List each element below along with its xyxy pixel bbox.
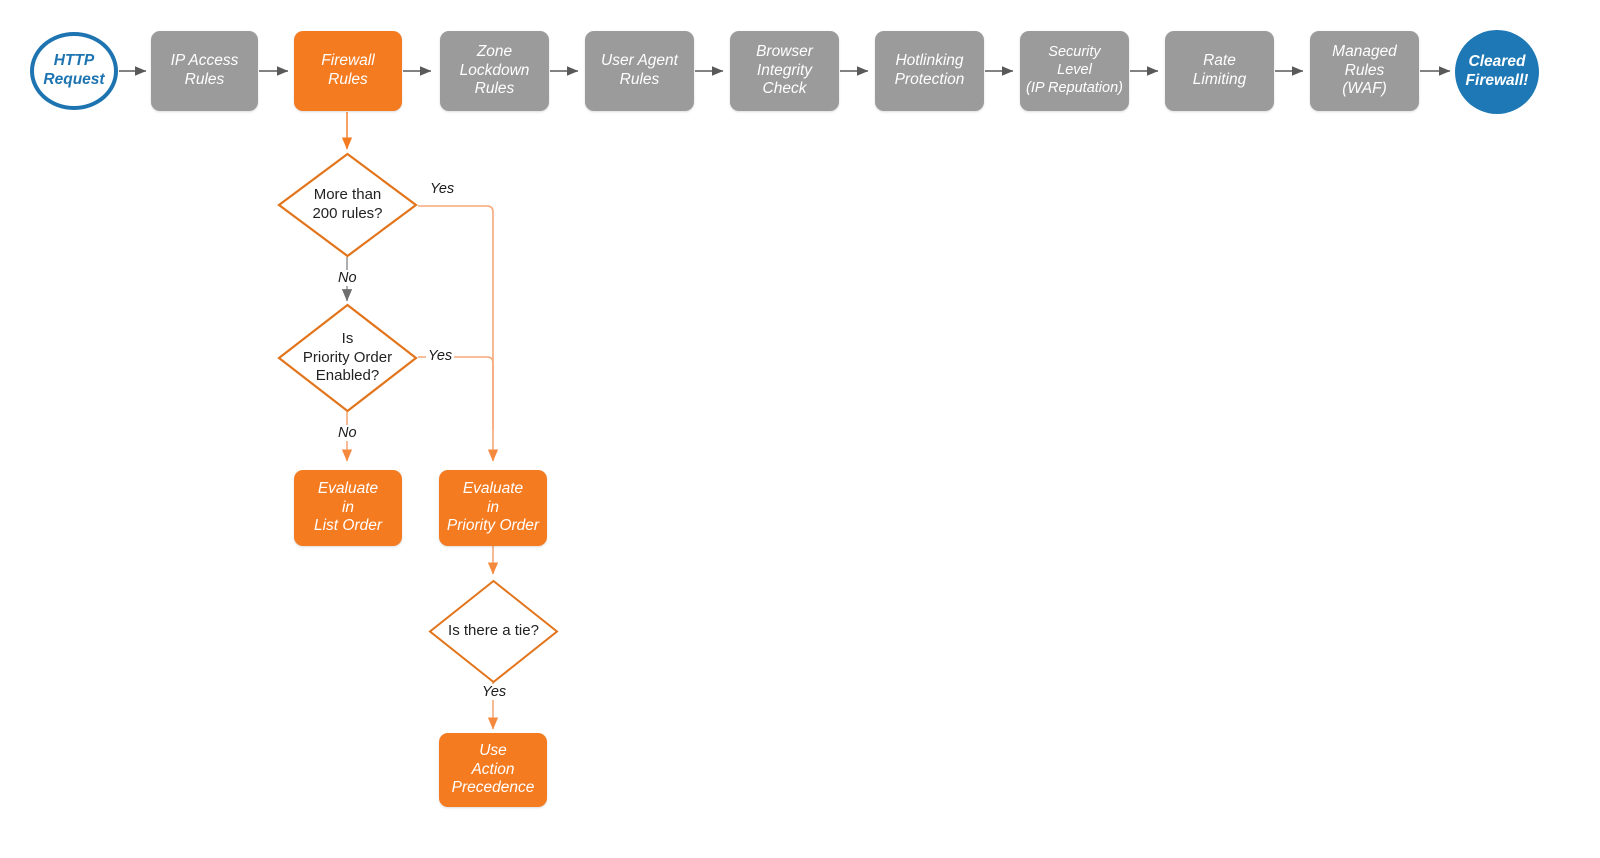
node-user-agent-rules-label: User Agent Rules (601, 52, 678, 88)
node-evaluate-in-list-order-label: Evaluate in List Order (313, 479, 383, 535)
edge-label-tie-yes: Yes (480, 684, 509, 700)
is-there-a-tie-label: Is there a tie? (448, 622, 539, 640)
edge-priorityorder-yes (418, 356, 494, 430)
node-browser-integrity-check[interactable]: Browser Integrity Check (730, 31, 839, 111)
node-use-action-precedence[interactable]: Use Action Precedence (439, 733, 547, 807)
edge-label-priority-order-yes: Yes (426, 348, 455, 364)
node-managed-rules-waf[interactable]: Managed Rules (WAF) (1310, 31, 1419, 111)
is-priority-order-enabled-label: Is Priority Order Enabled? (302, 329, 393, 385)
is-priority-order-enabled-shape (277, 303, 418, 413)
node-more-than-200-rules[interactable]: More than 200 rules? (277, 152, 418, 258)
more-than-200-rules-shape (277, 152, 418, 258)
node-is-there-a-tie[interactable]: Is there a tie? (428, 579, 559, 684)
edge-label-priority-order-no: No (336, 425, 359, 441)
edge-label-more-than-200-no: No (336, 270, 359, 286)
node-hotlinking-protection-label: Hotlinking Protection (894, 52, 965, 88)
node-zone-lockdown-rules[interactable]: Zone Lockdown Rules (440, 31, 549, 111)
node-ip-access-rules[interactable]: IP Access Rules (151, 31, 258, 111)
node-firewall-rules[interactable]: Firewall Rules (294, 31, 402, 111)
node-managed-rules-waf-label: Managed Rules (WAF) (1332, 42, 1397, 98)
node-hotlinking-protection[interactable]: Hotlinking Protection (875, 31, 984, 111)
node-user-agent-rules[interactable]: User Agent Rules (585, 31, 694, 111)
edge-label-more-than-200-yes: Yes (428, 181, 457, 197)
node-security-level-label: Security Level (IP Reputation) (1026, 44, 1123, 96)
node-evaluate-in-priority-order-label: Evaluate in Priority Order (446, 479, 540, 535)
node-evaluate-in-priority-order[interactable]: Evaluate in Priority Order (439, 470, 547, 546)
node-cleared-firewall[interactable]: Cleared Firewall! (1455, 30, 1539, 114)
node-cleared-firewall-label: Cleared Firewall! (1465, 53, 1529, 89)
node-http-request-label: HTTP Request (43, 52, 105, 88)
node-http-request[interactable]: HTTP Request (30, 32, 118, 110)
node-rate-limiting-label: Rate Limiting (1192, 52, 1247, 88)
node-is-priority-order-enabled[interactable]: Is Priority Order Enabled? (277, 303, 418, 413)
is-there-a-tie-shape (428, 579, 559, 684)
node-evaluate-in-list-order[interactable]: Evaluate in List Order (294, 470, 402, 546)
node-firewall-rules-label: Firewall Rules (321, 52, 375, 88)
edge-decision200-yes (418, 205, 499, 462)
node-use-action-precedence-label: Use Action Precedence (451, 741, 535, 797)
node-zone-lockdown-rules-label: Zone Lockdown Rules (459, 42, 530, 98)
more-than-200-rules-label: More than 200 rules? (312, 186, 383, 222)
node-ip-access-rules-label: IP Access Rules (170, 52, 239, 88)
node-security-level[interactable]: Security Level (IP Reputation) (1020, 31, 1129, 111)
node-browser-integrity-check-label: Browser Integrity Check (756, 42, 813, 98)
node-rate-limiting[interactable]: Rate Limiting (1165, 31, 1274, 111)
